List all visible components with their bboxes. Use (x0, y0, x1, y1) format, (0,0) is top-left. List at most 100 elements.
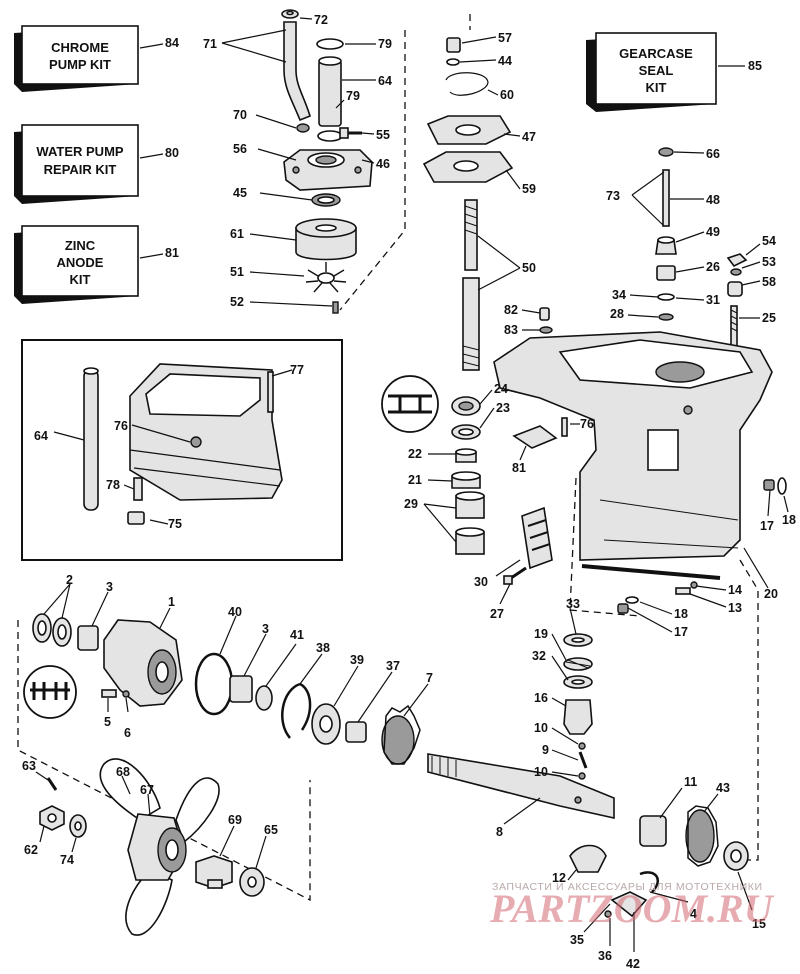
callout-number: 10 (534, 721, 548, 735)
callout-number: 2 (66, 573, 73, 587)
callout-number: 33 (566, 597, 580, 611)
callout-number: 12 (552, 871, 566, 885)
kit-label-line: GEARCASE (619, 46, 693, 61)
kit-label-line: WATER PUMP (36, 144, 123, 159)
callout-number: 80 (165, 146, 179, 160)
callout-number: 25 (762, 311, 776, 325)
kit-label-line: KIT (646, 80, 667, 95)
water-pump-group (281, 9, 373, 314)
callout-number: 54 (762, 234, 776, 248)
kit-box-chrome-pump[interactable]: CHROME PUMP KIT 84 (14, 25, 179, 92)
callout-number: 16 (534, 691, 548, 705)
callout-number: 45 (233, 186, 247, 200)
callout-number: 10 (534, 765, 548, 779)
callout-number: 60 (500, 88, 514, 102)
callout-number: 72 (314, 13, 328, 27)
callout-number: 67 (140, 783, 154, 797)
callout-number: 18 (674, 607, 688, 621)
exhaust-housing-inset (21, 339, 343, 561)
callout-number: 57 (498, 31, 512, 45)
callout-number: 5 (104, 715, 111, 729)
callout-number: 82 (504, 303, 518, 317)
callout-number: 79 (378, 37, 392, 51)
callout-number: 77 (290, 363, 304, 377)
callout-number: 11 (684, 775, 697, 789)
callout-number: 37 (386, 659, 400, 673)
callout-number: 1 (168, 595, 175, 609)
callout-number: 36 (598, 949, 612, 963)
callout-number: 76 (114, 419, 128, 433)
kit-label-line: REPAIR KIT (44, 162, 117, 177)
callout-number: 75 (168, 517, 182, 531)
callout-number: 28 (610, 307, 624, 321)
kit-box-zinc-anode[interactable]: ZINC ANODE KIT 81 (14, 225, 179, 304)
callout-number: 84 (165, 36, 179, 50)
callout-number: 56 (233, 142, 247, 156)
callout-number: 40 (228, 605, 242, 619)
callout-number: 64 (378, 74, 392, 88)
callout-number: 79 (346, 89, 360, 103)
callout-number: 70 (233, 108, 247, 122)
callout-number: 76 (580, 417, 594, 431)
callout-number: 18 (782, 513, 796, 527)
callout-number: 61 (230, 227, 244, 241)
callout-number: 22 (408, 447, 422, 461)
callout-number: 34 (612, 288, 626, 302)
callout-number: 63 (22, 759, 36, 773)
callout-number: 23 (496, 401, 510, 415)
callout-number: 42 (626, 957, 640, 971)
callout-number: 71 (203, 37, 217, 51)
callout-number: 51 (230, 265, 244, 279)
callout-number: 8 (496, 825, 503, 839)
kit-box-gearcase-seal[interactable]: GEARCASE SEAL KIT 85 (586, 32, 762, 112)
kit-label-line: CHROME (51, 40, 109, 55)
watermark-logo-text: PARTZOOM.RU (489, 886, 775, 931)
kit-box-water-pump-repair[interactable]: WATER PUMP REPAIR KIT 80 (14, 124, 179, 204)
callout-number: 26 (706, 260, 720, 274)
callout-number: 43 (716, 781, 730, 795)
watermark-caption: ЗАПЧАСТИ И АКСЕССУАРЫ ДЛЯ МОТОТЕХНИКИ (492, 881, 763, 893)
leader-lines (35, 17, 789, 952)
callout-number: 31 (706, 293, 720, 307)
callout-number: 13 (728, 601, 742, 615)
callout-number: 48 (706, 193, 720, 207)
callout-number: 30 (474, 575, 488, 589)
callout-number: 27 (490, 607, 504, 621)
callout-number: 38 (316, 641, 330, 655)
driveshaft-group (339, 14, 514, 371)
callout-number: 9 (542, 743, 549, 757)
callout-number: 83 (504, 323, 518, 337)
kit-label-line: ZINC (65, 238, 96, 253)
callout-number: 64 (34, 429, 48, 443)
callout-number: 4 (690, 907, 697, 921)
propeller-group (39, 758, 265, 936)
callout-number: 3 (262, 622, 269, 636)
propshaft-group (17, 613, 615, 902)
callout-number: 58 (762, 275, 776, 289)
callout-numbers: 72 71 79 64 79 70 55 56 46 45 61 51 52 5… (22, 13, 796, 971)
callout-number: 15 (752, 917, 766, 931)
callout-number: 29 (404, 497, 418, 511)
watermark: ЗАПЧАСТИ И АКСЕССУАРЫ ДЛЯ МОТОТЕХНИКИ PA… (489, 881, 775, 931)
callout-number: 21 (408, 473, 422, 487)
bearing-group (381, 375, 553, 585)
kit-label-line: KIT (70, 272, 91, 287)
callout-number: 3 (106, 580, 113, 594)
callout-number: 59 (522, 182, 536, 196)
callout-number: 19 (534, 627, 548, 641)
callout-number: 81 (512, 461, 526, 475)
callout-number: 68 (116, 765, 130, 779)
callout-number: 78 (106, 478, 120, 492)
callout-number: 47 (522, 130, 536, 144)
callout-number: 24 (494, 382, 508, 396)
pinion-group (563, 633, 749, 918)
callout-number: 17 (674, 625, 688, 639)
callout-number: 14 (728, 583, 742, 597)
callout-number: 55 (376, 128, 390, 142)
callout-number: 49 (706, 225, 720, 239)
shift-rod-group (655, 147, 748, 351)
callout-number: 32 (532, 649, 546, 663)
callout-number: 65 (264, 823, 278, 837)
callout-number: 69 (228, 813, 242, 827)
